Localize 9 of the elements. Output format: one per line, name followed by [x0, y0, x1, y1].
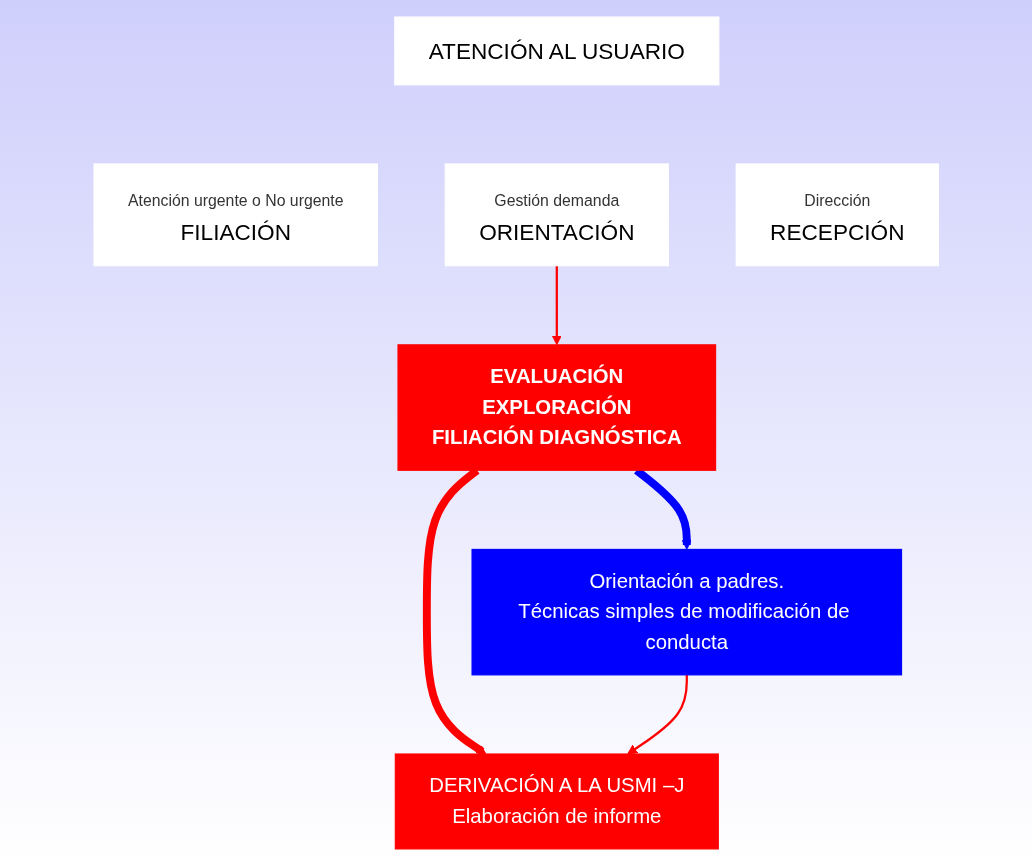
node-box: Gestión demanda ORIENTACIÓN [444, 163, 669, 267]
arrow [551, 265, 562, 346]
node-box: Atención urgente o No urgente FILIACIÓN [93, 163, 378, 267]
node-box: Dirección RECEPCIÓN [735, 163, 939, 267]
arrow [627, 674, 688, 755]
node-box: EVALUACIÓN EXPLORACIÓN FILIACIÓN DIAGNÓSTICA [397, 344, 716, 471]
node-box: ATENCIÓN AL USUARIO [393, 16, 720, 86]
node-box: DERIVACIÓN A LA USMI –J Elaboración de informe [394, 753, 719, 850]
node-box: Orientación a padres. Técnicas simples de modificación de conducta [471, 548, 902, 676]
